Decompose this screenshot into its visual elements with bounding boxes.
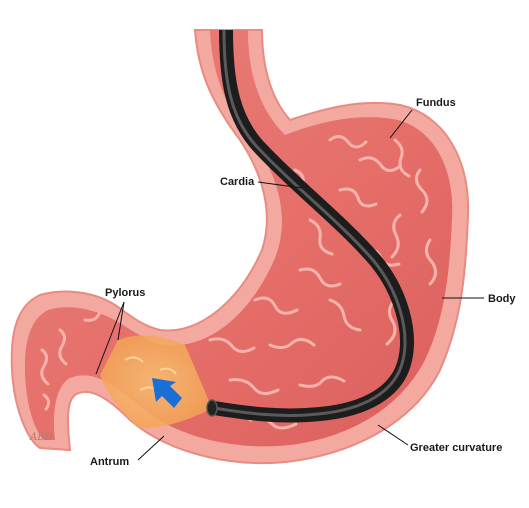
mucosal-folds xyxy=(40,135,437,430)
label-leaders xyxy=(95,109,484,461)
artist-signature: ABD xyxy=(29,432,53,443)
leader-greater-curvature xyxy=(377,424,409,446)
leader-cardia xyxy=(257,181,303,189)
endoscope-tip xyxy=(206,399,218,417)
label-greater-curvature: Greater curvature xyxy=(410,442,502,454)
label-body: Body xyxy=(488,293,516,305)
leader-fundus xyxy=(389,109,413,139)
label-pylorus: Pylorus xyxy=(105,287,145,299)
label-cardia: Cardia xyxy=(220,176,255,188)
endoscope xyxy=(206,29,414,423)
leader-pylorus-b xyxy=(117,301,125,341)
leader-pylorus-a xyxy=(95,301,125,375)
label-antrum: Antrum xyxy=(90,456,129,468)
leader-antrum xyxy=(137,435,165,461)
direction-arrow xyxy=(152,378,182,408)
label-fundus: Fundus xyxy=(416,97,456,109)
